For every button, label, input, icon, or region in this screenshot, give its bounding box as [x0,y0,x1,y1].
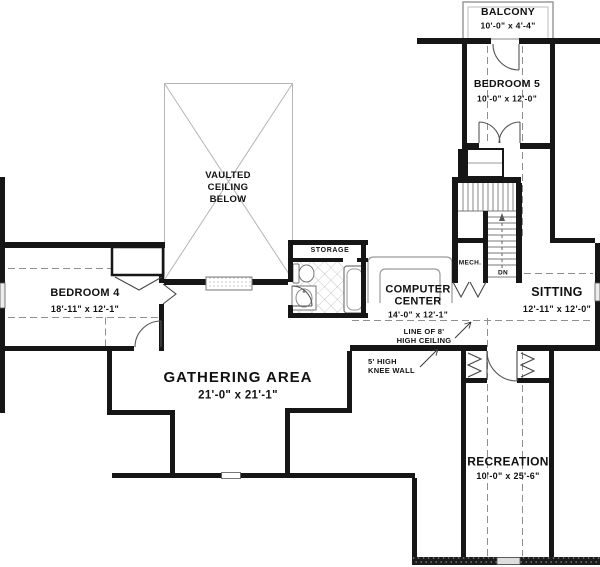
doors [114,43,521,382]
mech-bifold-doors [452,281,487,299]
sitting-window [594,282,600,302]
bedroom4-label: BEDROOM 4 [50,286,120,299]
knee-wall-note: 5' HIGH KNEE WALL [368,357,415,375]
bedroom5-double-doors [478,121,521,144]
gathering-area-dims: 21'-0" x 21'-1" [198,389,278,402]
bath-door [291,285,313,307]
recreation-door [486,350,518,382]
sitting-dims: 12'-11" x 12'-0" [522,304,592,315]
bedroom4-window [0,282,6,309]
computer-desk [367,256,453,303]
bedroom4-closet-doors [114,276,163,291]
computer-center-label: COMPUTER CENTER 14'-0" x 12'-1" [385,283,451,320]
bedroom4-door [134,320,162,348]
balcony-dims: 10'-0" x 4'-4" [480,20,536,31]
ceiling-line-note: LINE OF 8' HIGH CEILING [396,327,452,345]
recreation-label: RECREATION [467,454,549,469]
balcony-door [492,43,520,71]
annotation-arrows [419,321,472,368]
recreation-window [496,557,521,565]
gathering-area-label: GATHERING AREA [163,368,313,386]
stair-direction-arrow [499,213,505,268]
bedroom5-dims: 10'-0" x 12'-0" [476,93,538,104]
windows [0,282,600,565]
computer-center-dims: 14'-0" x 12'-1" [387,309,449,320]
gathering-window [221,472,241,479]
knee-wall-pockets [466,351,536,378]
recreation-dims: 10'-0" x 25'-6" [476,471,540,482]
bedroom4-bifold-door [162,283,177,305]
hall-closet [466,148,504,178]
stairs-down-label: DN [497,269,509,277]
bedroom4-dims: 18'-11" x 12'-1" [50,304,120,315]
balcony-label: BALCONY [480,6,536,19]
toilet [292,263,315,284]
vaulted-ceiling-label: VAULTED CEILING BELOW [205,170,251,205]
balcony-railing [462,1,554,40]
sitting-label: SITTING [531,285,583,300]
storage-label: STORAGE [310,247,350,255]
overlook-railing [205,276,253,291]
staircase [458,183,516,278]
fixtures [291,1,554,378]
bedroom5-label: BEDROOM 5 [473,78,541,91]
mech-label: MECH. [458,259,482,267]
